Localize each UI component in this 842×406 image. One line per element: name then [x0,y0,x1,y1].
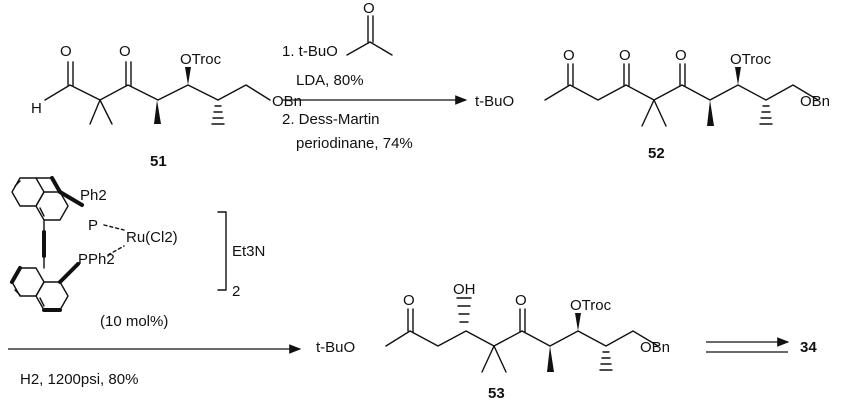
step1-line2: LDA, 80% [296,72,364,89]
hydroxyl-label-53: OH [453,281,476,298]
tbu-acetate-structure [346,15,393,56]
ketone-oxygen-label-53: O [515,292,527,309]
compound-label-52: 52 [648,145,665,162]
step1-line3: 2. Dess-Martin [282,111,380,128]
ketone-oxygen-label: O [119,43,131,60]
ru-binap-catalyst-structure [10,176,227,312]
aldehyde-oxygen-label: O [60,43,72,60]
ester-oxygen-label-52: O [563,47,575,64]
ketone2-oxygen-label-52: O [675,47,687,64]
acetate-oxygen-label: O [363,0,375,17]
obn-label-51: OBn [272,93,302,110]
otroc-label-53: OTroc [570,297,612,314]
obn-label-52: OBn [800,93,830,110]
compound-label-53: 53 [488,385,505,402]
hydrogenation-conditions-label: H2, 1200psi, 80% [20,371,138,388]
et3n-label: Et3N [232,243,265,260]
compound-label-51: 51 [150,153,167,170]
tbuo-label-53: t-BuO [316,339,355,356]
dimer-subscript-label: 2 [232,283,240,300]
step1-line1: 1. t-BuO [282,43,338,60]
obn-label-53: OBn [640,339,670,356]
compound-52-structure [544,63,819,127]
catalyst-loading-label: (10 mol%) [100,313,168,330]
tbuo-label-52: t-BuO [475,93,514,110]
compound-53-structure [385,297,659,373]
ketone1-oxygen-label-52: O [619,47,631,64]
aldehyde-hydrogen-label: H [31,100,42,117]
otroc-label-52: OTroc [730,51,772,68]
compound-label-34: 34 [800,339,817,356]
p-label-top: P [88,217,98,234]
otroc-label-51: OTroc [180,51,222,68]
ph2-label-top: Ph2 [80,187,107,204]
compound-51-structure [44,61,271,125]
step1-line4: periodinane, 74% [296,135,413,152]
ru-cl2-label: Ru(Cl2) [126,229,178,246]
pph2-label-bottom: PPh2 [78,251,115,268]
ester-oxygen-label-53: O [403,292,415,309]
